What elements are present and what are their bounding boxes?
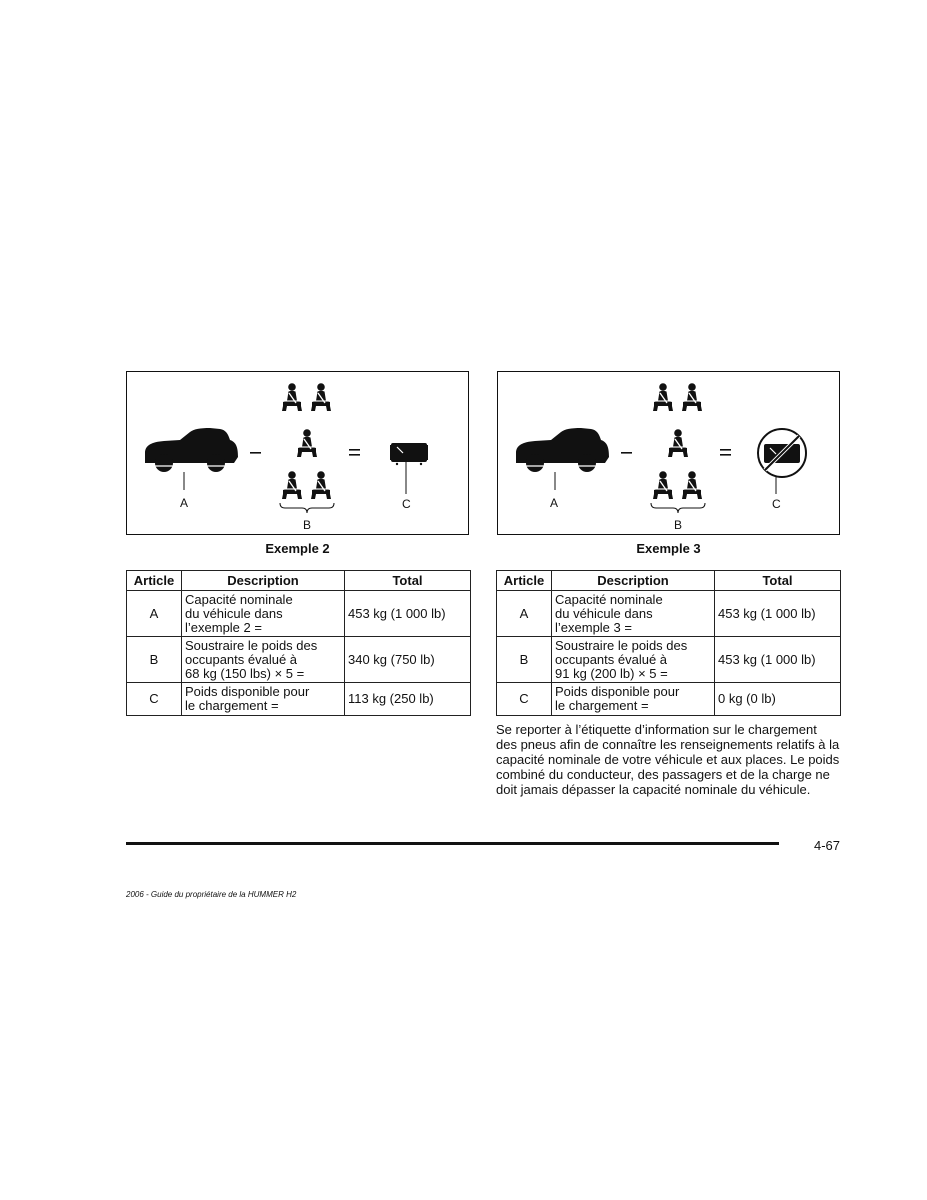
cell-description: Poids disponible pour le chargement = <box>181 682 345 716</box>
cell-total: 453 kg (1 000 lb) <box>714 636 841 683</box>
example-3-figure: A B C <box>497 371 840 535</box>
cell-total: 340 kg (750 lb) <box>344 636 471 683</box>
table-row: B Soustraire le poids des occupants éval… <box>126 636 471 683</box>
example-2-figure: A B C <box>126 371 469 535</box>
cell-total: 453 kg (1 000 lb) <box>714 590 841 637</box>
table-row: B Soustraire le poids des occupants éval… <box>496 636 841 683</box>
equals-sign-bottom <box>720 454 731 456</box>
cell-total: 453 kg (1 000 lb) <box>344 590 471 637</box>
example-2-caption: Exemple 2 <box>265 541 330 556</box>
cell-article: B <box>496 636 552 683</box>
description-line: Capacité nominale <box>555 591 663 607</box>
description-line: 91 kg (200 lb) × 5 = <box>555 665 668 681</box>
page-number: 4-67 <box>814 838 841 853</box>
no-cargo-prohibited-icon <box>757 428 807 478</box>
table-row: A Capacité nominale du véhicule dans l’e… <box>496 590 841 637</box>
header-description: Description <box>551 570 715 591</box>
cell-total: 113 kg (250 lb) <box>344 682 471 716</box>
cell-description: Soustraire le poids des occupants évalué… <box>181 636 345 683</box>
equals-sign-bottom <box>349 454 360 456</box>
description-line: Soustraire le poids des <box>555 637 688 653</box>
description-line: du véhicule dans <box>555 605 653 621</box>
cargo-luggage-icon <box>390 443 428 466</box>
cell-article: A <box>126 590 182 637</box>
table-header-row: Article Description Total <box>496 570 841 591</box>
car-silhouette-icon <box>144 427 239 473</box>
table-header-row: Article Description Total <box>126 570 471 591</box>
header-article: Article <box>126 570 182 591</box>
equals-sign-top <box>349 449 360 451</box>
label-b: B <box>674 518 683 532</box>
cell-description: Capacité nominale du véhicule dans l’exe… <box>551 590 715 637</box>
description-line: Poids disponible pour <box>555 684 680 699</box>
description-line: Soustraire le poids des <box>185 637 318 653</box>
example-3-caption: Exemple 3 <box>636 541 701 556</box>
table-row: A Capacité nominale du véhicule dans l’e… <box>126 590 471 637</box>
seated-occupant-seatbelt-icon <box>652 382 703 500</box>
header-total: Total <box>714 570 841 591</box>
label-a: A <box>550 496 559 510</box>
cell-description: Soustraire le poids des occupants évalué… <box>551 636 715 683</box>
brace-b <box>279 502 335 514</box>
description-line: le chargement = <box>185 698 279 713</box>
label-c: C <box>772 497 781 511</box>
table-row: C Poids disponible pour le chargement = … <box>126 682 471 716</box>
cell-article: C <box>496 682 552 716</box>
minus-sign <box>621 452 632 454</box>
equals-sign-top <box>720 449 731 451</box>
description-line: occupants évalué à <box>185 651 298 667</box>
cell-description: Poids disponible pour le chargement = <box>551 682 715 716</box>
cell-article: C <box>126 682 182 716</box>
cell-description: Capacité nominale du véhicule dans l’exe… <box>181 590 345 637</box>
seated-occupant-seatbelt-icon <box>281 382 332 500</box>
page-rule <box>126 842 779 845</box>
body-paragraph: Se reporter à l’étiquette d’information … <box>496 722 840 797</box>
description-line: du véhicule dans <box>185 605 283 621</box>
cell-total: 0 kg (0 lb) <box>714 682 841 716</box>
header-total: Total <box>344 570 471 591</box>
label-a: A <box>180 496 189 510</box>
label-c: C <box>402 497 411 511</box>
table-row: C Poids disponible pour le chargement = … <box>496 682 841 716</box>
cell-article: B <box>126 636 182 683</box>
description-line: 68 kg (150 lbs) × 5 = <box>185 665 305 681</box>
description-line: Poids disponible pour <box>185 684 310 699</box>
minus-sign <box>250 452 261 454</box>
label-b: B <box>303 518 312 532</box>
description-line: occupants évalué à <box>555 651 668 667</box>
brace-b <box>650 502 706 514</box>
example-2-table: Article Description Total A Capacité nom… <box>126 570 471 716</box>
description-line: Capacité nominale <box>185 591 293 607</box>
description-line: l’exemple 3 = <box>555 619 632 635</box>
cell-article: A <box>496 590 552 637</box>
description-line: le chargement = <box>555 698 649 713</box>
header-description: Description <box>181 570 345 591</box>
car-silhouette-icon <box>515 427 610 473</box>
description-line: l’exemple 2 = <box>185 619 262 635</box>
header-article: Article <box>496 570 552 591</box>
example-3-table: Article Description Total A Capacité nom… <box>496 570 841 716</box>
footer-text: 2006 - Guide du propriétaire de la HUMME… <box>126 890 297 899</box>
